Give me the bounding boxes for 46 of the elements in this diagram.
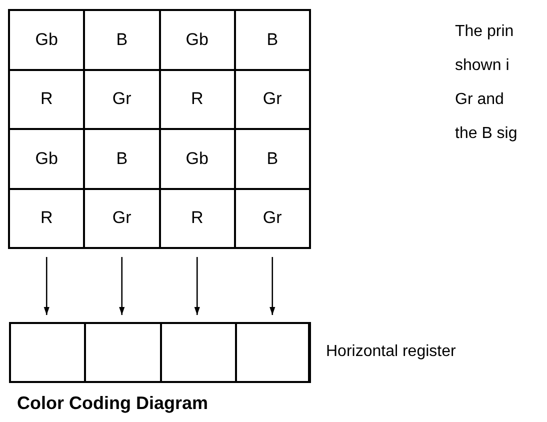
- grid-cell: [84, 129, 160, 188]
- grid-cell: [84, 10, 160, 70]
- cell-label: Gr: [112, 89, 132, 110]
- cell-label: B: [116, 148, 128, 169]
- register-cell: [236, 322, 311, 383]
- cell-label: B: [266, 30, 278, 50]
- grid-cell: [9, 129, 84, 188]
- cell-label: Gr: [112, 208, 132, 228]
- register-cell: [85, 322, 160, 383]
- cell-label: Gb: [35, 148, 58, 169]
- grid-cell: [234, 129, 310, 188]
- arrow: [270, 257, 276, 315]
- grid-cell: [9, 70, 84, 129]
- cell-label: Gr: [262, 89, 282, 110]
- description-text: Gr and: [455, 90, 504, 110]
- description-text: The prin: [455, 22, 514, 42]
- cell-label: B: [266, 148, 278, 169]
- arrow: [44, 257, 50, 315]
- cell-label: R: [40, 208, 53, 228]
- cell-label: R: [190, 208, 204, 228]
- grid-cell: [160, 188, 235, 248]
- grid-cell: [234, 10, 310, 70]
- grid-cell: [84, 70, 160, 129]
- cell-label: Gr: [262, 208, 282, 228]
- register-cell: [160, 322, 236, 383]
- grid-cell: [84, 188, 160, 248]
- grid-cell: [160, 70, 235, 129]
- grid-cell: [234, 188, 310, 248]
- grid-cell: [160, 129, 235, 188]
- arrow: [194, 257, 200, 315]
- diagram-caption: Color Coding Diagram: [17, 393, 208, 413]
- cell-label: R: [190, 89, 204, 110]
- cell-label: R: [40, 89, 53, 110]
- description-text: the B sig: [455, 124, 518, 144]
- grid-cell: [160, 10, 235, 70]
- cell-label: Gb: [186, 148, 208, 169]
- grid-cell: [234, 70, 310, 129]
- cell-label: B: [116, 30, 128, 50]
- cell-label: Gb: [186, 30, 208, 50]
- grid-cell: [9, 188, 84, 248]
- grid-cell: [9, 10, 84, 70]
- description-text: shown i: [455, 56, 510, 76]
- arrow: [119, 257, 125, 315]
- register-box: [9, 322, 310, 383]
- register-label: Horizontal register: [326, 342, 456, 362]
- cell-label: Gb: [35, 30, 58, 50]
